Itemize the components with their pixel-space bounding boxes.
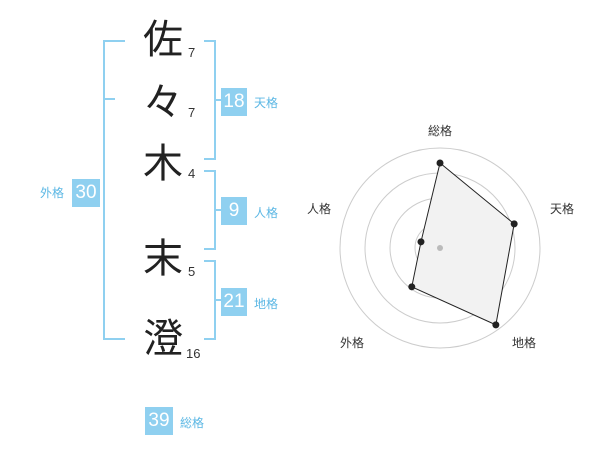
chikaku-label: 地格	[254, 297, 279, 311]
tenkaku-score: 18	[221, 88, 247, 116]
radar-point-tenkaku	[510, 220, 518, 228]
soukaku-label: 総格	[180, 416, 205, 430]
radar-ring	[339, 147, 541, 349]
chikaku-bracket-tick	[216, 299, 222, 301]
chikaku-score: 21	[221, 288, 247, 316]
tenkaku-label: 天格	[254, 96, 279, 110]
gaikaku-label: 外格	[40, 186, 65, 200]
name-char-3: 木	[143, 141, 183, 187]
stroke-count-2: 7	[188, 105, 196, 120]
radar-axis-label-soukaku: 総格	[428, 124, 453, 138]
name-char-2: 々	[143, 80, 183, 126]
gaikaku-score: 30	[72, 179, 100, 207]
tenkaku-bracket	[204, 40, 216, 160]
jinkaku-bracket-tick	[216, 209, 222, 211]
stroke-count-5: 16	[186, 346, 201, 361]
jinkaku-score: 9	[221, 197, 247, 225]
soukaku-score: 39	[145, 407, 173, 435]
gaikaku-bracket	[103, 40, 125, 340]
radar-axis-label-gaikaku: 外格	[340, 336, 365, 350]
radar-center	[437, 245, 443, 251]
gaikaku-bracket-tick	[103, 98, 115, 100]
radar-point-jinkaku	[417, 238, 425, 246]
radar-axis-label-chikaku: 地格	[512, 336, 537, 350]
name-char-1: 佐	[143, 17, 183, 63]
stroke-count-3: 4	[188, 166, 196, 181]
jinkaku-label: 人格	[254, 206, 279, 220]
radar-point-gaikaku	[408, 283, 416, 291]
stroke-count-4: 5	[188, 264, 196, 279]
radar-point-chikaku	[492, 321, 500, 329]
name-char-4: 末	[143, 236, 183, 282]
radar-axis-label-jinkaku: 人格	[307, 202, 332, 216]
name-char-5: 澄	[143, 316, 183, 362]
radar-point-soukaku	[436, 159, 444, 167]
chikaku-bracket	[204, 260, 216, 340]
jinkaku-bracket	[204, 170, 216, 250]
radar-area	[411, 162, 515, 326]
stroke-count-1: 7	[188, 45, 196, 60]
tenkaku-bracket-tick	[216, 99, 222, 101]
radar-axis-label-tenkaku: 天格	[550, 202, 575, 216]
